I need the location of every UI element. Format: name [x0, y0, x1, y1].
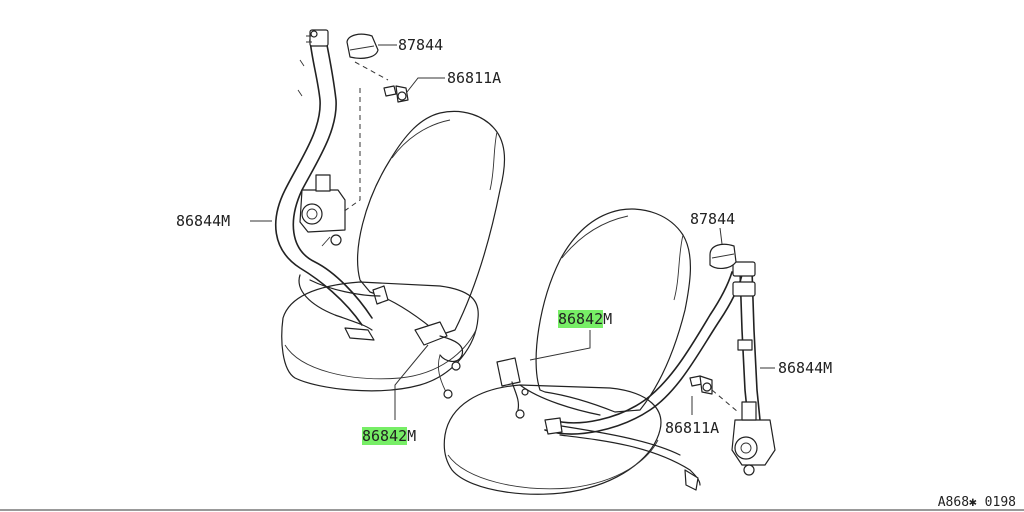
label-86811a-top-left: 86811A [447, 69, 502, 87]
left-anchor-bolt [383, 85, 409, 103]
label-86844m-left: 86844M [176, 212, 231, 230]
right-seat [443, 208, 692, 495]
label-86842-suffix-upper: M [603, 310, 613, 328]
label-87844-top-left: 87844 [398, 36, 444, 54]
label-86844m-right: 86844M [778, 359, 833, 377]
label-87844-right: 87844 [690, 210, 736, 228]
label-86842-highlight-upper: 86842 [558, 310, 604, 328]
label-86842m-upper: 86842M [558, 310, 612, 328]
right-retractor-cover [709, 243, 737, 269]
figure-code: A868✱ 0198 [937, 495, 1016, 510]
right-anchor-bolt [689, 375, 713, 395]
left-seat [281, 110, 506, 399]
left-seat-belt [274, 29, 381, 331]
right-seat-belt [544, 261, 776, 491]
label-86842-highlight-lower: 86842 [362, 427, 408, 445]
label-86811a-right: 86811A [665, 419, 720, 437]
left-retractor-cover [346, 33, 379, 59]
label-86842-suffix-lower: M [407, 427, 417, 445]
label-86842m-lower: 86842M [362, 427, 416, 445]
